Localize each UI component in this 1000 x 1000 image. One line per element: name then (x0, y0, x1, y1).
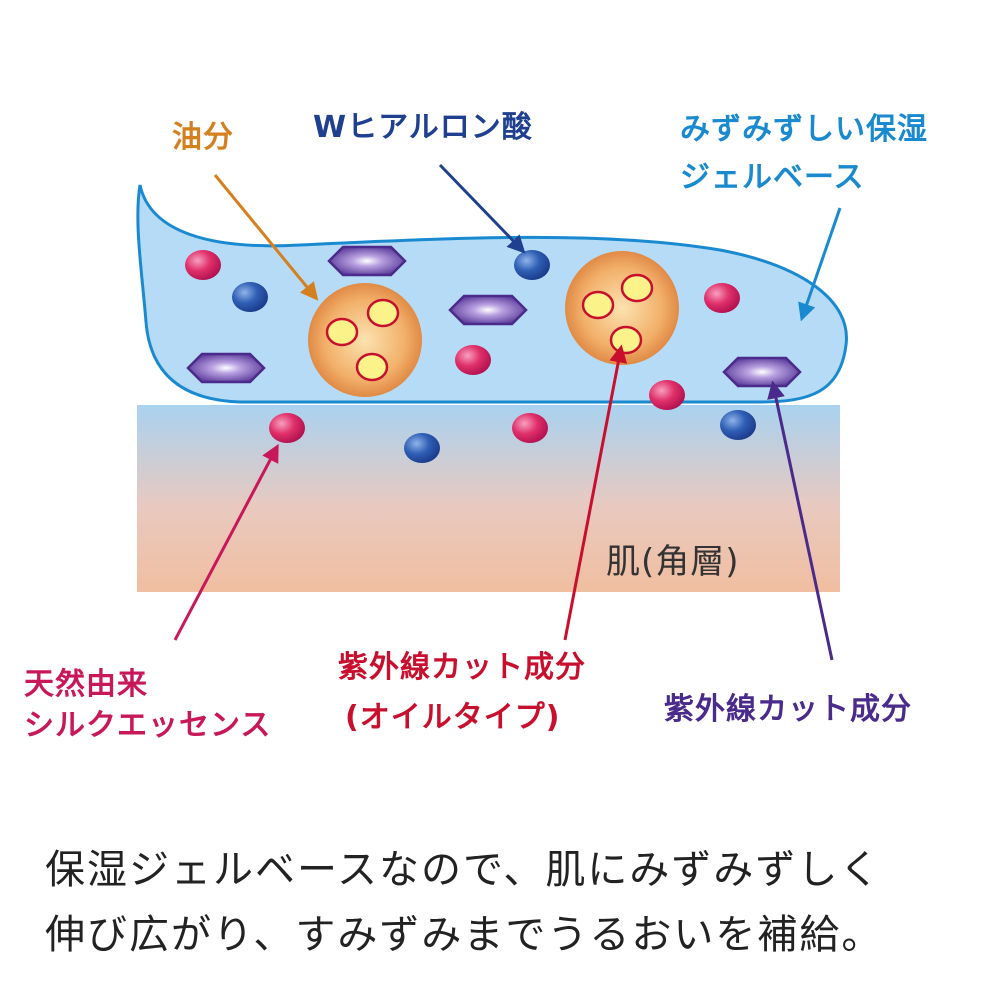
arrow-silk (173, 443, 279, 641)
caption-line2: 伸び広がり、すみずみまでうるおいを補給。 (45, 912, 884, 958)
arrow-gel (798, 207, 842, 322)
uv-filter-hexagon (327, 245, 407, 277)
silk-essence-dot (704, 283, 740, 313)
caption-line1: 保湿ジェルベースなので、肌にみずみずしく (45, 847, 882, 893)
uv-filter-hexagon (448, 294, 528, 326)
oil-uv-particle (620, 273, 654, 303)
oil-uv-particle (355, 352, 389, 382)
hyaluronic-dot (404, 433, 440, 463)
label-gel-line2: ジェルベース (680, 160, 865, 195)
label-skin: 肌(角層) (606, 542, 740, 582)
label-uv-oil-line1: 紫外線カット成分 (338, 650, 586, 685)
uv-filter-hexagon (722, 356, 802, 388)
skin-layer (137, 405, 840, 592)
silk-essence-dot (512, 413, 548, 443)
label-oil: 油分 (172, 120, 234, 155)
hyaluronic-dot (514, 250, 550, 280)
label-uv-oil-line2: (オイルタイプ) (345, 700, 561, 735)
hyaluronic-dot (232, 282, 268, 312)
oil-uv-particle (325, 317, 359, 347)
silk-essence-dot (455, 345, 491, 375)
label-uv: 紫外線カット成分 (664, 692, 912, 727)
oil-uv-particle (609, 325, 643, 355)
arrow-uv (767, 380, 834, 661)
oil-uv-particle (581, 290, 615, 320)
arrow-uv-oil (563, 344, 628, 641)
oil-droplet (565, 251, 679, 365)
oil-uv-particle (366, 298, 400, 328)
hyaluronic-dot (720, 410, 756, 440)
uv-filter-hexagon (186, 352, 266, 384)
label-silk-line2: シルクエッセンス (24, 708, 272, 743)
silk-essence-dot (269, 413, 305, 443)
label-gel-line1: みずみずしい保湿 (680, 112, 928, 147)
arrow-oil (213, 174, 319, 301)
silk-essence-dot (185, 250, 221, 280)
arrow-hyaluronic (438, 163, 526, 254)
label-hyaluronic: Wヒアルロン酸 (313, 110, 533, 145)
label-silk-line1: 天然由来 (24, 667, 148, 702)
silk-essence-dot (649, 380, 685, 410)
